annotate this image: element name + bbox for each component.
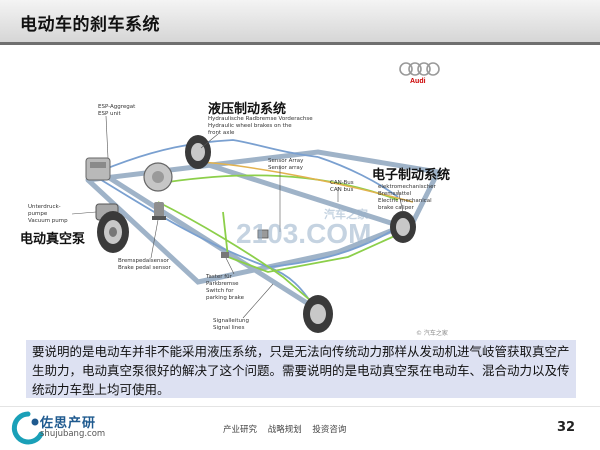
front-left-wheel-icon [97, 211, 129, 253]
header-divider [0, 42, 600, 45]
sensor-array-icon [257, 229, 269, 239]
brake-pedal-icon [152, 202, 166, 220]
brake-booster-icon [143, 162, 173, 192]
rear-left-wheel-icon [303, 295, 333, 333]
sensor-array-label: Sensor Array Sensor array [268, 158, 304, 171]
page-title: 电动车的刹车系统 [20, 15, 160, 35]
parking-brake-switch-label: Taster für Parkbremse Switch for parking… [206, 274, 245, 301]
footer-divider [0, 406, 600, 407]
watermark-main: 2103.COM [236, 218, 372, 249]
hydraulic-lines [97, 139, 399, 315]
vacuum-pump-heading: 电动真空泵 [20, 232, 86, 247]
explanation-note: 要说明的是电动车并非不能采用液压系统，只是无法向传统动力那样从发动机进气岐管获取… [26, 340, 576, 398]
front-right-wheel-icon [185, 135, 211, 169]
parking-brake-switch-icon [221, 252, 229, 258]
esp-unit-icon [85, 157, 111, 181]
rear-right-wheel-icon [390, 211, 416, 243]
electro-mechanical-caliper-label: elektromechanischer Bremssattel Electric… [378, 184, 436, 211]
footer-services: 产业研究 战略规划 投资咨询 [223, 425, 347, 435]
signal-lines-label: Signalleitung Signal lines [213, 318, 249, 331]
callout-leaders [71, 115, 404, 319]
company-name: 佐思产研 [40, 416, 97, 431]
can-bus-label: CAN-Bus CAN bus [330, 180, 354, 193]
esp-unit-label: ESP-Aggregat ESP unit [98, 104, 136, 117]
company-url[interactable]: shujubang.com [40, 429, 106, 439]
electronic-brake-heading: 电子制动系统 [372, 168, 451, 183]
audi-brand-text: Audi [410, 78, 426, 85]
watermark-sub: 汽车之家 [324, 209, 368, 221]
vacuum-pump-label: Unterdruck- pumpe Vacuum pump [28, 204, 68, 224]
hydraulic-wheel-brakes-label: Hydraulische Radbremse Vorderachse Hydra… [208, 116, 313, 136]
image-credit: © 汽车之家 [416, 330, 448, 337]
header-bar [0, 0, 600, 42]
can-bus-line [192, 161, 414, 203]
company-logo-icon [11, 411, 44, 445]
brake-system-diagram [71, 62, 442, 333]
audi-logo-icon [399, 62, 440, 76]
page-number: 32 [557, 420, 576, 435]
hydraulic-brake-heading: 液压制动系统 [208, 102, 287, 117]
brake-system-figure: Audi 液压制动系统 电子制动系统 电动真空泵 ESP-Aggregat ES… [18, 52, 582, 342]
brake-pedal-sensor-label: Bremspedalsensor Brake pedal sensor [118, 258, 171, 271]
